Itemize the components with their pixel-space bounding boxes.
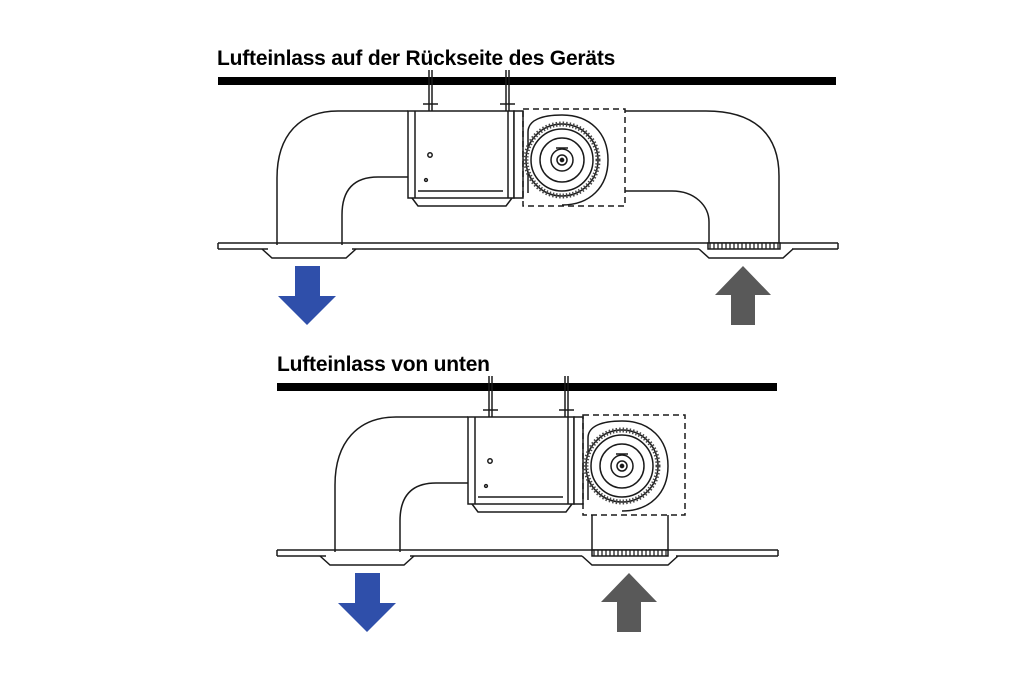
return-duct-elbow <box>625 110 780 243</box>
diagram-rear-intake <box>217 70 839 259</box>
supply-diffuser <box>319 555 415 566</box>
return-grille <box>591 549 669 557</box>
diagram-bottom-intake <box>276 376 779 566</box>
return-diffuser <box>698 248 794 259</box>
fan-housing-outline <box>582 414 686 516</box>
ceiling-slab <box>277 383 777 391</box>
return-air-arrow <box>715 266 771 325</box>
drain-pan <box>411 197 513 207</box>
blower-fan <box>523 114 609 206</box>
supply-duct-elbow <box>276 110 408 245</box>
bottom-intake-duct <box>591 515 669 550</box>
supply-diffuser <box>261 248 357 259</box>
fan-coil-unit-body <box>467 416 575 505</box>
supply-air-arrow <box>338 573 396 632</box>
supply-duct-elbow <box>334 416 468 552</box>
ceiling-slab <box>218 77 836 85</box>
return-diffuser <box>581 555 679 566</box>
return-air-arrow <box>601 573 657 632</box>
diagram-title-bottom-intake: Lufteinlass von unten <box>277 353 490 376</box>
supply-air-arrow <box>278 266 336 325</box>
hanger-rods <box>423 70 515 111</box>
drain-pan <box>471 503 573 513</box>
hanger-rods <box>483 376 574 417</box>
fan-housing-outline <box>522 108 626 207</box>
false-ceiling <box>276 549 779 557</box>
diagram-title-rear-intake: Lufteinlass auf der Rückseite des Geräts <box>217 47 616 70</box>
fan-coil-unit-body <box>407 110 515 199</box>
return-grille <box>707 242 781 250</box>
blower-fan <box>583 420 669 512</box>
